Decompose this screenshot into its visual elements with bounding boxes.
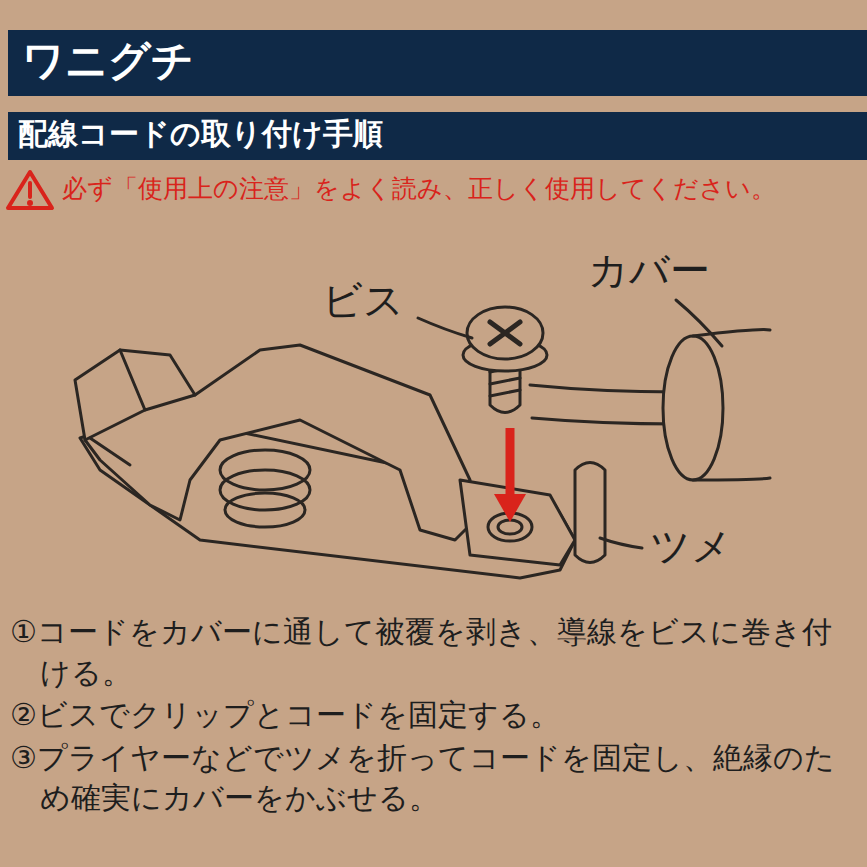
- part-label: カバー: [588, 246, 710, 294]
- section-heading: 配線コードの取り付け手順: [18, 116, 857, 152]
- step-text: ③プライヤーなどでツメを折ってコードを固定し、絶縁のため確実にカバーをかぶせる。: [10, 738, 855, 819]
- warning-note: 必ず「使用上の注意」をよく読み、正しく使用してください。: [62, 174, 776, 204]
- part-label: ツメ: [650, 522, 732, 570]
- step-text: ①コードをカバーに通して被覆を剥き、導線をビスに巻き付ける。: [10, 612, 855, 693]
- step-text: ②ビスでクリップとコードを固定する。: [10, 695, 855, 736]
- warning-icon: [8, 172, 52, 208]
- section-band: 配線コードの取り付け手順: [8, 112, 867, 160]
- title-band: ワニグチ: [8, 30, 867, 96]
- title: ワニグチ: [22, 36, 853, 86]
- part-label: ビス: [322, 276, 404, 324]
